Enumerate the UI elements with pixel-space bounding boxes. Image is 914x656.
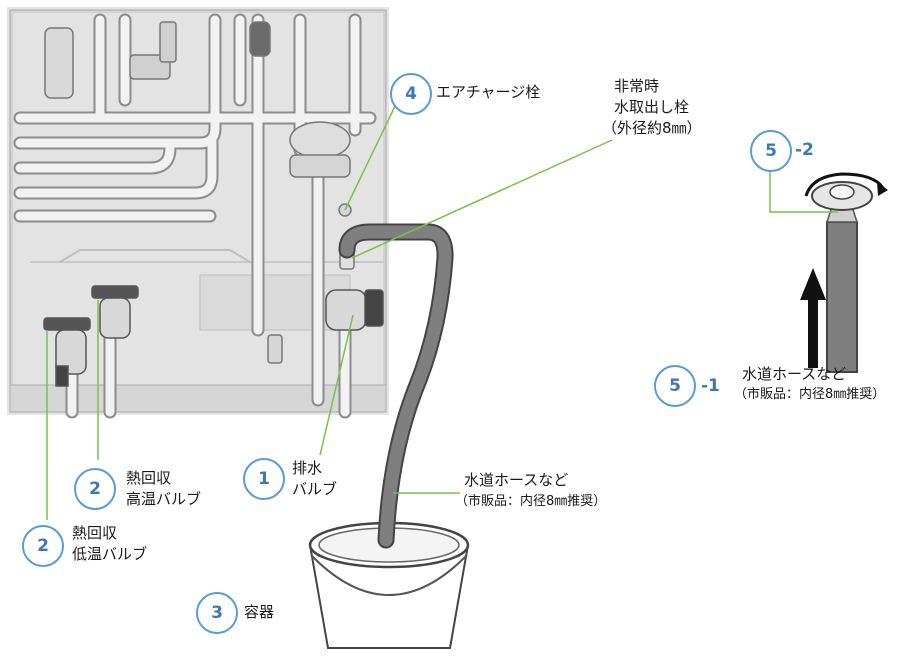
heat-recovery-low-valve (43, 317, 91, 387)
leader-hose-top (769, 170, 838, 213)
label-emergency-tap-2: 水取出し栓 (614, 98, 690, 116)
container-bucket (308, 521, 470, 649)
badge-heat-low: 2 (22, 525, 64, 567)
heat-recovery-high-valve (91, 285, 139, 339)
label-heat-low-2: 低温バルブ (72, 545, 148, 563)
drain-valve (325, 289, 384, 331)
suffix-hose-bottom: -1 (701, 376, 720, 396)
unit-fittings (44, 21, 355, 364)
label-hose-bottom-1: 水道ホースなど (742, 365, 847, 383)
badge-heat-high: 2 (74, 468, 116, 510)
leader-lines (46, 99, 838, 520)
hose-fitting-detail (804, 172, 888, 373)
badge-air-charge: 4 (390, 73, 432, 115)
badge-hose-bottom: 5 (654, 365, 696, 407)
label-container: 容器 (244, 603, 275, 621)
badge-container: 3 (196, 592, 238, 634)
badge-drain-valve: 1 (243, 458, 285, 500)
suffix-hose-top: -2 (795, 140, 814, 160)
label-hose-bottom-2: （市販品：内径8㎜推奨） (734, 387, 886, 402)
badge-hose-top: 5 (750, 130, 792, 172)
label-hose-middle-2: （市販品：内径8㎜推奨） (455, 494, 607, 509)
insert-arrow (800, 268, 826, 368)
label-hose-middle-1: 水道ホースなど (464, 471, 569, 489)
label-drain-valve-1: 排水 (292, 459, 323, 477)
label-heat-high-2: 高温バルブ (126, 490, 202, 508)
label-drain-valve-2: バルブ (292, 480, 338, 498)
label-air-charge: エアチャージ栓 (436, 83, 541, 101)
label-heat-high-1: 熱回収 (126, 469, 172, 487)
leader-emergency-tap (351, 139, 613, 259)
leader-air-charge (344, 99, 399, 211)
label-emergency-tap-3: （外径約8㎜） (602, 119, 702, 137)
drain-hose (338, 223, 454, 549)
label-heat-low-1: 熱回収 (72, 524, 118, 542)
leader-drain-valve (319, 314, 354, 456)
label-emergency-tap-1: 非常時 (614, 77, 660, 95)
